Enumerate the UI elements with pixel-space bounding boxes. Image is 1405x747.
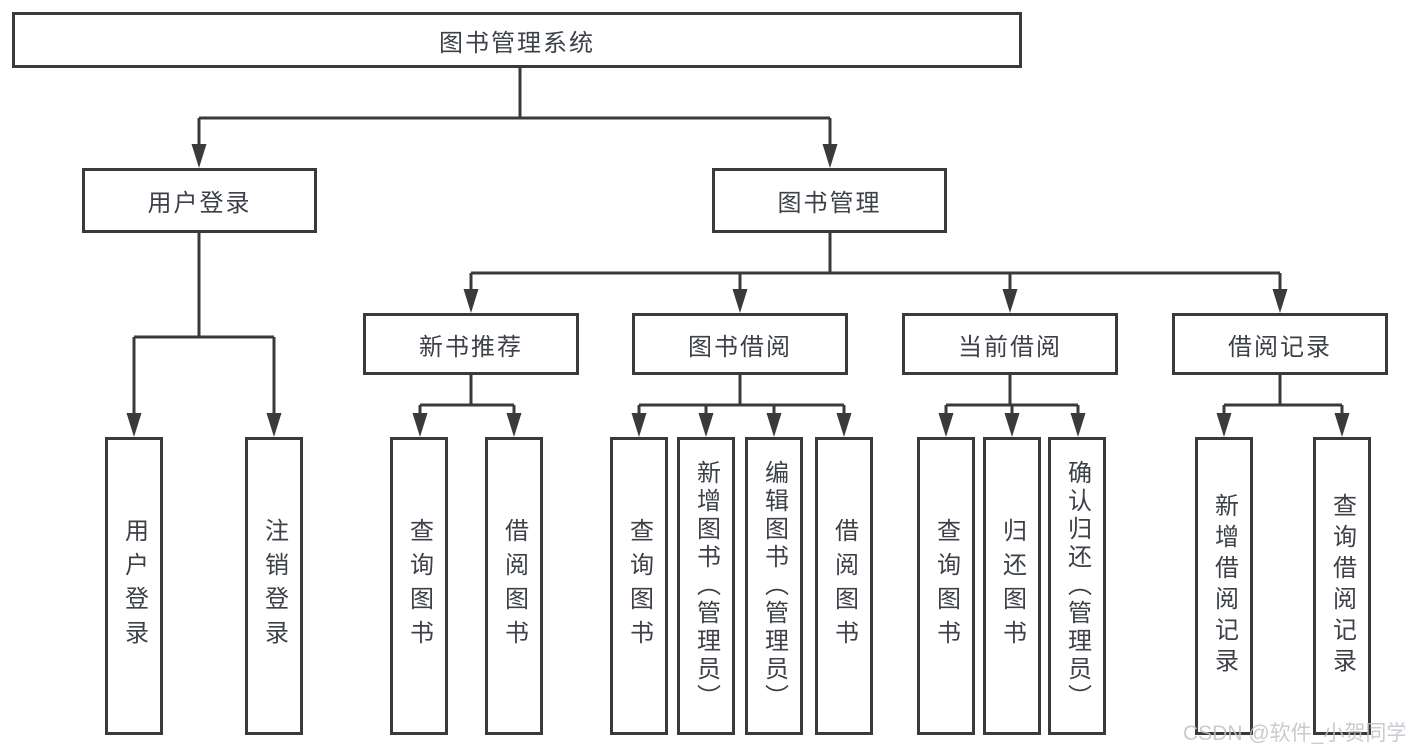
- leaf-borrow-books-1: 借阅图书: [485, 437, 543, 735]
- arrowhead: [126, 413, 142, 437]
- node-borrow-records: 借阅记录: [1172, 313, 1388, 375]
- connector-root-to-level1: [197, 68, 832, 150]
- arrowhead: [836, 413, 852, 437]
- leaf-add-borrow-record: 新增借阅记录: [1195, 437, 1253, 735]
- connector-borrow-to-leaves: [637, 375, 846, 418]
- arrowhead: [1002, 289, 1018, 313]
- connector-userlogin-to-leaves: [132, 233, 276, 418]
- node-book-borrow: 图书借阅: [632, 313, 848, 375]
- node-new-book-recommend: 新书推荐: [363, 313, 579, 375]
- arrowhead: [412, 413, 428, 437]
- arrowhead: [1070, 413, 1086, 437]
- node-user-login: 用户登录: [82, 168, 317, 233]
- arrowhead: [1216, 413, 1232, 437]
- arrowhead: [266, 413, 282, 437]
- csdn-watermark: CSDN @软件_小贺同学: [1183, 722, 1405, 745]
- leaf-add-books-admin: 新增图书（管理员）: [677, 437, 735, 735]
- leaf-query-books-1: 查询图书: [390, 437, 448, 735]
- leaf-query-borrow-record: 查询借阅记录: [1313, 437, 1371, 735]
- arrowhead: [766, 413, 782, 437]
- leaf-logout: 注销登录: [245, 437, 303, 735]
- arrowhead: [191, 144, 207, 168]
- arrowhead: [631, 413, 647, 437]
- node-current-borrow: 当前借阅: [902, 313, 1118, 375]
- connector-current-to-leaves: [944, 375, 1080, 418]
- leaf-return-books: 归还图书: [983, 437, 1041, 735]
- arrowhead: [506, 413, 522, 437]
- leaf-query-books-2: 查询图书: [610, 437, 668, 735]
- leaf-edit-books-admin: 编辑图书（管理员）: [745, 437, 803, 735]
- node-book-management: 图书管理: [712, 168, 947, 233]
- arrowhead: [822, 144, 838, 168]
- leaf-borrow-books-2: 借阅图书: [815, 437, 873, 735]
- arrowhead: [463, 289, 479, 313]
- leaf-query-books-3: 查询图书: [917, 437, 975, 735]
- leaf-user-login: 用户登录: [105, 437, 163, 735]
- arrowhead: [1004, 413, 1020, 437]
- arrowhead: [1272, 289, 1288, 313]
- arrowhead: [1334, 413, 1350, 437]
- arrowhead: [698, 413, 714, 437]
- node-root: 图书管理系统: [12, 12, 1022, 68]
- arrowhead: [732, 289, 748, 313]
- connector-bookmgmt-to-level2: [469, 233, 1282, 294]
- arrowhead: [938, 413, 954, 437]
- connector-records-to-leaves: [1222, 375, 1344, 418]
- connector-newbook-to-leaves: [418, 375, 516, 418]
- leaf-confirm-return-admin: 确认归还（管理员）: [1048, 437, 1106, 735]
